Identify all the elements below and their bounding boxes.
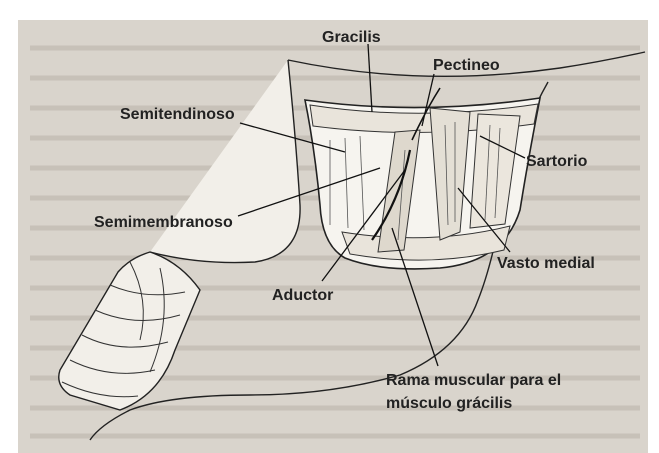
label-rama-line2: músculo grácilis: [386, 395, 512, 412]
label-gracilis: Gracilis: [322, 29, 381, 46]
label-vasto-medial: Vasto medial: [497, 255, 595, 272]
label-pectineo: Pectineo: [433, 57, 500, 74]
label-rama-line1: Rama muscular para el: [386, 372, 561, 389]
bandaged-leg: [59, 252, 200, 410]
label-semimembranoso: Semimembranoso: [94, 214, 233, 231]
label-sartorio: Sartorio: [526, 153, 588, 170]
thigh-inner-contour: [150, 60, 300, 263]
label-aductor: Aductor: [272, 287, 333, 304]
label-semitendinoso: Semitendinoso: [120, 106, 235, 123]
